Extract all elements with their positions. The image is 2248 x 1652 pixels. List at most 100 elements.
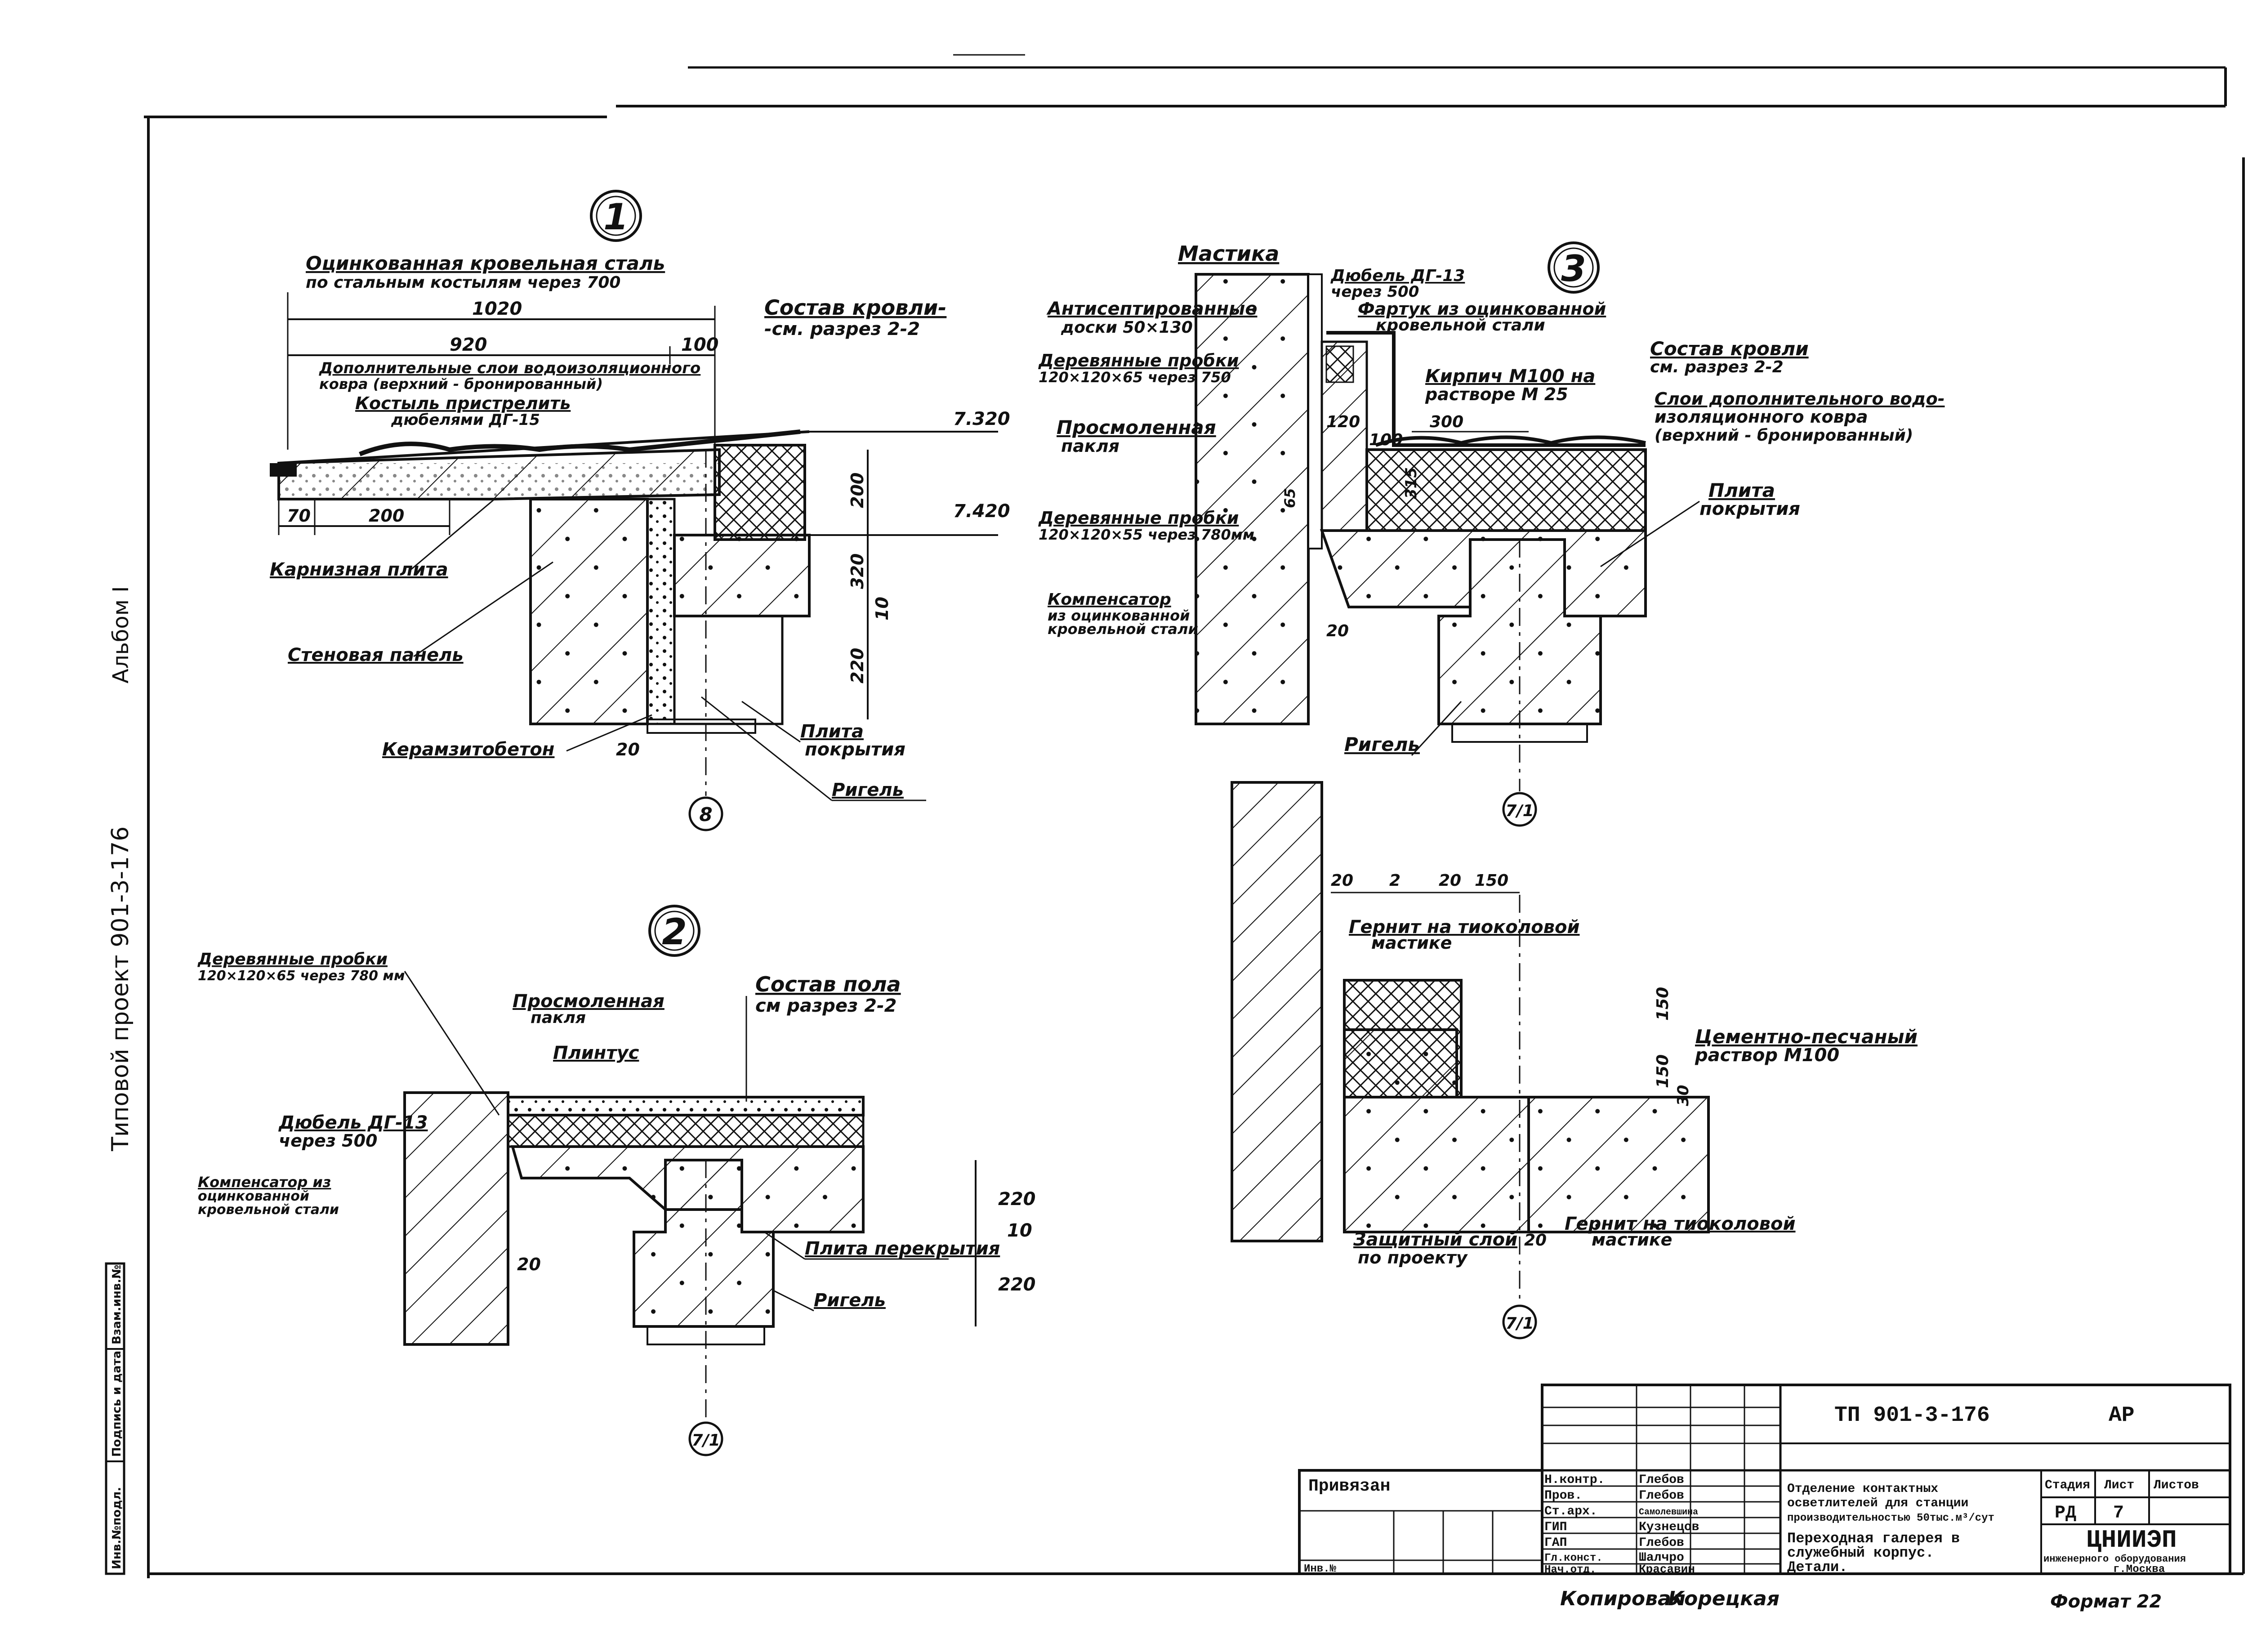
label-d2-tow-sub: пакля <box>531 1009 586 1027</box>
dim-70: 70 <box>287 506 311 526</box>
album-label: Альбом I <box>108 586 134 683</box>
dim-100: 100 <box>681 335 719 355</box>
tb-role-3: Ст.арх. <box>1544 1505 1597 1518</box>
tb-stage: РД <box>2055 1503 2076 1523</box>
detail-3-number: 3 <box>1561 248 1586 290</box>
label-layers: Дополнительные слои водоизоляционного <box>319 359 700 377</box>
tb-name-4: Кузнецов <box>1639 1520 1699 1534</box>
dim-d3-100: 100 <box>1369 431 1403 449</box>
tb-desc-3: производительностью 50тыс.м³/сут <box>1787 1512 1994 1524</box>
tb-role-6: Гл.конст. <box>1544 1552 1603 1564</box>
tb-city: г.Москва <box>2113 1563 2165 1576</box>
dim-d3-315: 315 <box>1402 467 1420 499</box>
label-d3-roof: Состав кровли <box>1650 338 1809 360</box>
label-steel: Оцинкованная кровельная сталь <box>306 252 665 274</box>
label-d2-comp-sub2: кровельной стали <box>198 1202 339 1218</box>
label-d3-tow: Просмоленная <box>1057 416 1216 438</box>
tb-sheet: 7 <box>2113 1503 2124 1523</box>
label-d3-plugs2-sub: 120×120×55 через 780мм <box>1039 526 1254 543</box>
label-d3-roof-sub: см. разрез 2-2 <box>1650 358 1784 376</box>
label-d2-rigel: Ригель <box>814 1290 886 1311</box>
label-d4-hernit-top-sub: мастике <box>1371 933 1452 953</box>
tb-desc-1: Отделение контактных <box>1787 1482 1938 1496</box>
label-d2-dowel-sub: через 500 <box>279 1131 377 1151</box>
tb-stage-h: Стадия <box>2045 1478 2090 1492</box>
label-d2-slab: Плита перекрытия <box>805 1238 1000 1259</box>
dim-1020: 1020 <box>472 299 522 319</box>
label-d3-plugs2: Деревянные пробки <box>1038 508 1239 528</box>
label-steel-sub: по стальным костылям через 700 <box>306 273 620 292</box>
dim-v200: 200 <box>847 473 867 508</box>
label-d3-dowel-sub: через 500 <box>1331 283 1419 301</box>
label-d4-hernit-top: Гернит на тиоколовой <box>1349 917 1580 938</box>
tb-format: Формат 22 <box>2050 1591 2162 1612</box>
label-d4-hernit-bot-sub: мастике <box>1592 1230 1672 1250</box>
label-d3-slab-sub: покрытия <box>1699 499 1800 519</box>
detail-1-number: 1 <box>603 196 629 238</box>
detail-3-marker <box>1548 241 1600 294</box>
tb-role-4: ГИП <box>1544 1520 1567 1534</box>
detail-4: 7/1 20 2 20 150 150 150 30 20 Гернит на … <box>1231 781 1918 1339</box>
dim-d4-150: 150 <box>1475 871 1508 890</box>
detail-1-axis: 8 <box>699 804 712 826</box>
detail-1-marker <box>590 190 642 242</box>
tb-name-1: Глебов <box>1639 1473 1684 1487</box>
detail-2-marker <box>648 905 700 957</box>
label-d3-boards: Антисептированные <box>1046 299 1257 319</box>
label-d3-tow-sub: пакля <box>1061 436 1120 456</box>
label-d3-slab: Плита <box>1708 479 1775 501</box>
stamp-inv: Инв.№подл. <box>110 1487 124 1569</box>
label-slab-d1-sub: покрытия <box>805 739 905 760</box>
label-d3-comp-sub: из оцинкованной <box>1048 607 1190 624</box>
elev-7420: 7.420 <box>953 501 1010 522</box>
label-d3-comp: Компенсатор <box>1048 590 1171 609</box>
tb-org: ЦНИИЭП <box>2086 1526 2177 1554</box>
detail-1: 1 8 1020 920 100 70 200 <box>270 190 1010 831</box>
tb-name-7: Красавин <box>1639 1563 1695 1576</box>
tb-code: ТП 901-3-176 <box>1834 1403 1990 1428</box>
label-d2-dowel: Дюбель ДГ-13 <box>278 1112 428 1133</box>
tb-org-sub: инженерного оборудования <box>2043 1554 2186 1565</box>
label-d3-layers-sub: изоляционного ковра <box>1655 407 1868 427</box>
label-d3-boards-sub: доски 50×130 <box>1061 318 1193 337</box>
label-crutch-sub: дюбелями ДГ-15 <box>391 411 540 429</box>
dim-d4-v150a: 150 <box>1654 987 1672 1021</box>
label-d3-comp-sub2: кровельной стали <box>1048 621 1198 638</box>
label-d2-floor-sub: см разрез 2-2 <box>755 996 897 1016</box>
label-keramzit: Керамзитобетон <box>382 739 554 760</box>
dim-d4-v30: 30 <box>1674 1085 1692 1106</box>
tb-sheet-h: Лист <box>2104 1478 2134 1492</box>
tb-desc-2: осветлителей для станции <box>1787 1496 1968 1510</box>
dim-920: 920 <box>450 335 487 355</box>
label-d3-plugs-sub: 120×120×65 через 750 <box>1039 369 1231 386</box>
dim-d3-300: 300 <box>1430 413 1463 431</box>
label-d3-apron-sub: кровельной стали <box>1376 316 1545 335</box>
title-block <box>1298 1384 2231 1575</box>
tb-role-2: Пров. <box>1544 1489 1582 1503</box>
label-rigel-d1: Ригель <box>832 780 904 800</box>
label-roof: Состав кровли- <box>764 295 946 320</box>
dim-d4-20c: 20 <box>1524 1231 1547 1250</box>
label-d2-plugs: Деревянные пробки <box>197 950 388 969</box>
stamp-replace: Взам.инв.№ <box>110 1265 124 1344</box>
label-d4-protect-sub: по проекту <box>1358 1248 1468 1268</box>
label-d3-dowel: Дюбель ДГ-13 <box>1330 267 1465 285</box>
tb-name-5: Глебов <box>1639 1536 1684 1550</box>
dim-200: 200 <box>369 506 404 526</box>
tb-mark: АР <box>2109 1403 2135 1428</box>
label-d2-comp-sub: оцинкованной <box>198 1188 309 1204</box>
label-crutch: Костыль пристрелить <box>355 393 571 413</box>
stamp-sign: Подпись и дата <box>110 1351 124 1457</box>
tb-bound: Привязан <box>1308 1477 1390 1496</box>
label-d2-tow: Просмоленная <box>513 991 665 1012</box>
detail-2-number: 2 <box>662 911 687 953</box>
tb-copier: Корецкая <box>1668 1587 1780 1610</box>
label-d3-layers-sub2: (верхний - бронированный) <box>1655 426 1913 445</box>
label-d3-brick-sub: растворе М 25 <box>1425 384 1568 404</box>
dim-d4-20a: 20 <box>1331 871 1353 890</box>
tb-name-6: Шалчро <box>1639 1551 1684 1565</box>
label-d2-plugs-sub: 120×120×65 через 780 мм <box>198 968 405 984</box>
dim-d4-v150b: 150 <box>1654 1054 1672 1088</box>
dim-v10: 10 <box>872 597 892 621</box>
